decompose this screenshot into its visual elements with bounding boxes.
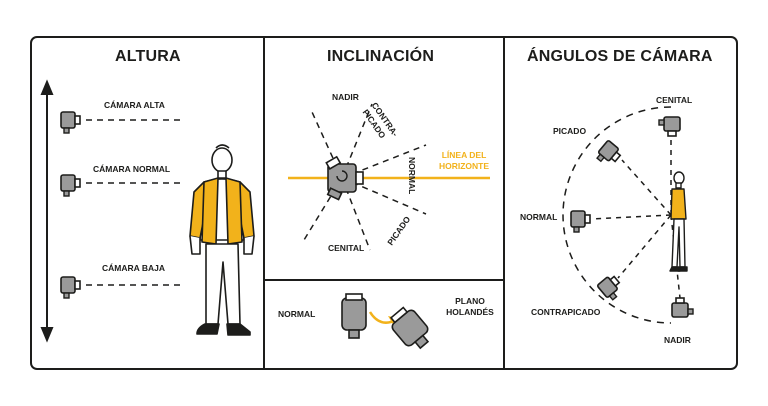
label-camara-alta: CÁMARA ALTA — [104, 100, 165, 110]
camera-low-icon — [60, 276, 81, 299]
angulos-title: ÁNGULOS DE CÁMARA — [527, 48, 713, 65]
label-horizon-2: HORIZONTE — [438, 161, 490, 171]
camera-nadir-icon — [671, 297, 694, 318]
label-horizon-1: LÍNEA DEL — [441, 150, 487, 160]
label-normal-angle: NORMAL — [520, 212, 558, 222]
height-arrow — [40, 79, 54, 343]
altura-title: ALTURA — [115, 48, 181, 65]
label-normal-tilt: NORMAL — [407, 157, 417, 195]
angle-rays — [591, 136, 681, 299]
label-camara-normal: CÁMARA NORMAL — [93, 164, 171, 174]
label-contrapicado-angle: CONTRAPICADO — [531, 307, 601, 317]
side-man-figure — [669, 171, 688, 272]
label-cenital-tilt: CENITAL — [328, 243, 365, 253]
angle-arc — [562, 106, 672, 324]
rotating-camera-icon — [325, 155, 364, 201]
camera-high-icon — [60, 111, 81, 134]
camera-normal-icon — [60, 174, 81, 197]
label-normal-holandes: NORMAL — [278, 309, 316, 319]
tilted-camera-icon — [389, 306, 430, 350]
label-nadir: NADIR — [332, 92, 359, 102]
camera-cenital-icon — [658, 116, 681, 137]
camera-picado-icon — [593, 139, 624, 170]
label-camara-baja: CÁMARA BAJA — [102, 263, 165, 273]
label-picado-angle: PICADO — [553, 126, 587, 136]
label-nadir-angle: NADIR — [664, 335, 691, 345]
upright-camera-icon — [341, 293, 367, 339]
outer-frame — [30, 36, 738, 370]
label-cenital-angle: CENITAL — [656, 95, 693, 105]
camera-normal-side-icon — [570, 210, 591, 233]
label-holandes: HOLANDÉS — [446, 307, 494, 317]
man-figure — [189, 144, 255, 336]
label-plano: PLANO — [455, 296, 485, 306]
inclinacion-title: INCLINACIÓN — [327, 48, 435, 65]
